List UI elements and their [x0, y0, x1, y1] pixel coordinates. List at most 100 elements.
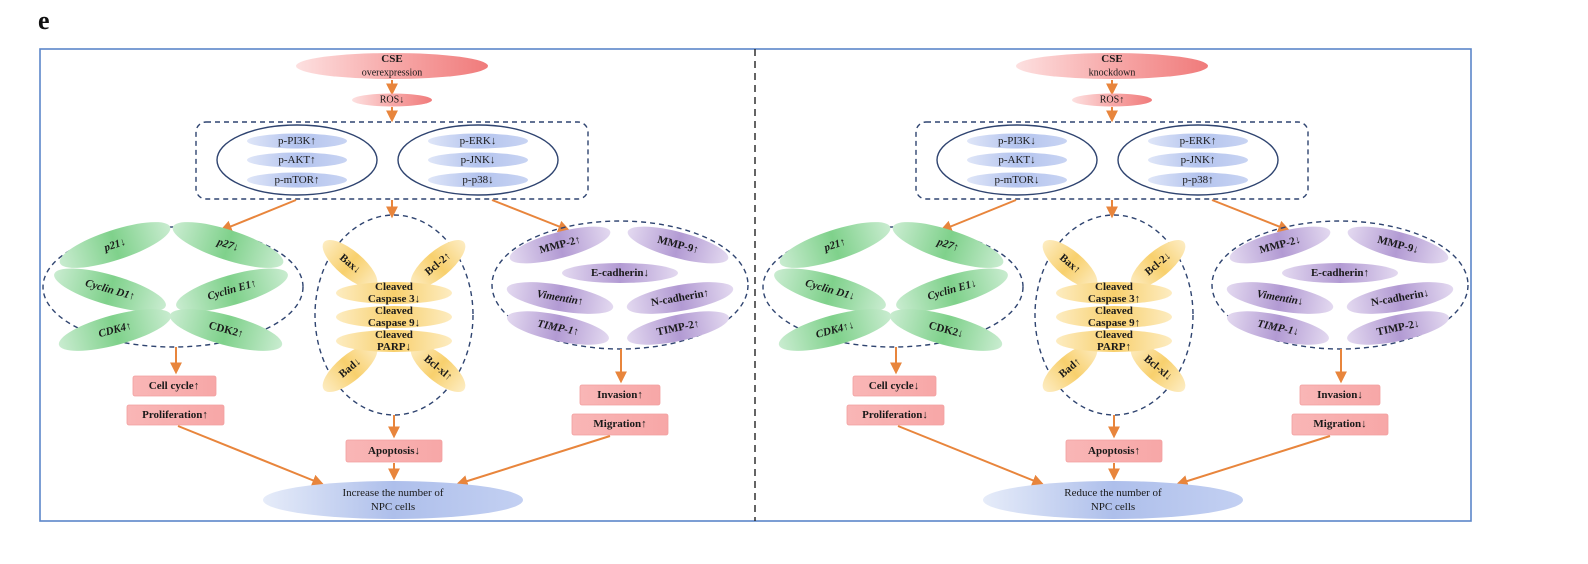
arrow-prolif-result: [177, 425, 325, 486]
ros-node: [352, 93, 432, 107]
emt-item-label: E-cadherin↓: [591, 267, 649, 279]
cycle-item-shape: [774, 268, 886, 312]
arrow-to-emt: [491, 199, 571, 233]
apoptosis-center-line2: PARP↑: [1097, 341, 1131, 353]
cse-node: [1016, 53, 1208, 79]
cell-cycle-label: Cell cycle↓: [869, 380, 919, 392]
apoptosis-center-shape: [336, 282, 452, 304]
mapk-item-shape: [1148, 133, 1248, 149]
apoptosis-center-line2: Caspase 3↑: [1088, 293, 1140, 305]
apoptosis-label: Apoptosis↑: [1088, 445, 1140, 457]
apoptosis-center-line1: Cleaved: [375, 305, 413, 317]
apoptosis-center-shape: [336, 330, 452, 352]
cycle-item-shape: [172, 222, 284, 268]
emt-item-shape: [562, 263, 678, 283]
result-line1: Reduce the number of: [1064, 487, 1162, 499]
cycle-item-shape: [169, 309, 283, 351]
apoptosis-center-line2: PARP↓: [377, 341, 411, 353]
cycle-item-shape: [779, 222, 891, 268]
cse-node: [296, 53, 488, 79]
apoptosis-side-shape: [1042, 239, 1098, 289]
mapk-item-label: p-ERK↓: [460, 135, 497, 147]
emt-item-shape: [1226, 282, 1334, 314]
mapk-item-label: p-ERK↑: [1180, 135, 1217, 147]
apoptosis-pill: [1065, 439, 1163, 463]
pathway-box: [915, 121, 1309, 200]
emt-item-shape: [1282, 263, 1398, 283]
cse-title: CSE: [381, 53, 402, 65]
cell-cycle-pill: [852, 375, 937, 397]
cse-subtitle: overexpression: [362, 68, 423, 79]
pi3k-item-label: p-mTOR↓: [994, 174, 1039, 186]
pi3k-item-label: p-PI3K↑: [278, 135, 316, 147]
invasion-label: Invasion↓: [1317, 389, 1363, 401]
pathway-box: [195, 121, 589, 200]
emt-item-shape: [1229, 226, 1331, 264]
cycle-item-shape: [176, 268, 288, 312]
emt-item-shape: [626, 282, 734, 314]
apoptosis-side-shape: [1042, 343, 1098, 393]
emt-item-shape: [507, 311, 609, 345]
pi3k-item-shape: [967, 152, 1067, 168]
arrow-migration-result: [1175, 435, 1331, 487]
mapk-item-label: p-p38↑: [1182, 174, 1213, 186]
cycle-item-shape: [58, 309, 172, 351]
proliferation-pill: [126, 404, 225, 426]
apoptosis-center-shape: [1056, 282, 1172, 304]
mapk-item-label: p-JNK↓: [461, 154, 496, 166]
migration-label: Migration↓: [1313, 418, 1366, 430]
apoptosis-center-shape: [1056, 306, 1172, 328]
invasion-pill: [1299, 384, 1381, 406]
cycle-item-shape: [896, 268, 1008, 312]
emt-item-shape: [1227, 311, 1329, 345]
result-node: [263, 481, 523, 519]
cycle-item-shape: [59, 222, 171, 268]
apoptosis-center-line1: Cleaved: [1095, 305, 1133, 317]
pi3k-item-label: p-mTOR↑: [274, 174, 319, 186]
migration-pill: [571, 413, 669, 436]
arrow-prolif-result: [897, 425, 1045, 486]
cse-title: CSE: [1101, 53, 1122, 65]
ros-label: ROS↓: [380, 95, 404, 106]
cycle-item-shape: [892, 222, 1004, 268]
pi3k-item-shape: [247, 152, 347, 168]
pi3k-item-label: p-AKT↑: [278, 154, 315, 166]
apoptosis-center-line1: Cleaved: [375, 281, 413, 293]
emt-item-shape: [506, 282, 614, 314]
ros-label: ROS↑: [1100, 95, 1124, 106]
mapk-item-label: p-p38↓: [462, 174, 493, 186]
arrow-migration-result: [455, 435, 611, 487]
result-line2: NPC cells: [1091, 501, 1135, 513]
cycle-item-shape: [889, 309, 1003, 351]
emt-item-shape: [1347, 311, 1449, 345]
panel-letter: e: [38, 6, 50, 35]
mapk-item-shape: [1148, 152, 1248, 168]
apoptosis-side-shape: [1130, 343, 1186, 393]
invasion-label: Invasion↑: [597, 389, 643, 401]
mapk-item-shape: [1148, 172, 1248, 188]
cse-subtitle: knockdown: [1089, 68, 1136, 79]
arrow-to-cycle: [939, 199, 1017, 232]
proliferation-label: Proliferation↑: [142, 409, 208, 421]
cycle-item-shape: [54, 268, 166, 312]
result-node: [983, 481, 1243, 519]
arrow-to-emt: [1211, 199, 1291, 233]
pi3k-item-shape: [967, 172, 1067, 188]
result-line1: Increase the number of: [342, 487, 443, 499]
proliferation-pill: [846, 404, 945, 426]
apoptosis-cluster: [1034, 214, 1194, 416]
apoptosis-center-line1: Cleaved: [375, 329, 413, 341]
apoptosis-center-line2: Caspase 3↓: [368, 293, 420, 305]
apoptosis-side-shape: [410, 239, 466, 289]
emt-item-label: E-cadherin↑: [1311, 267, 1369, 279]
emt-item-shape: [1346, 282, 1454, 314]
apoptosis-cluster: [314, 214, 474, 416]
apoptosis-label: Apoptosis↓: [368, 445, 420, 457]
migration-label: Migration↑: [593, 418, 646, 430]
emt-item-shape: [1347, 226, 1449, 264]
proliferation-label: Proliferation↓: [862, 409, 928, 421]
pi3k-item-label: p-PI3K↓: [998, 135, 1036, 147]
pi3k-item-shape: [967, 133, 1067, 149]
